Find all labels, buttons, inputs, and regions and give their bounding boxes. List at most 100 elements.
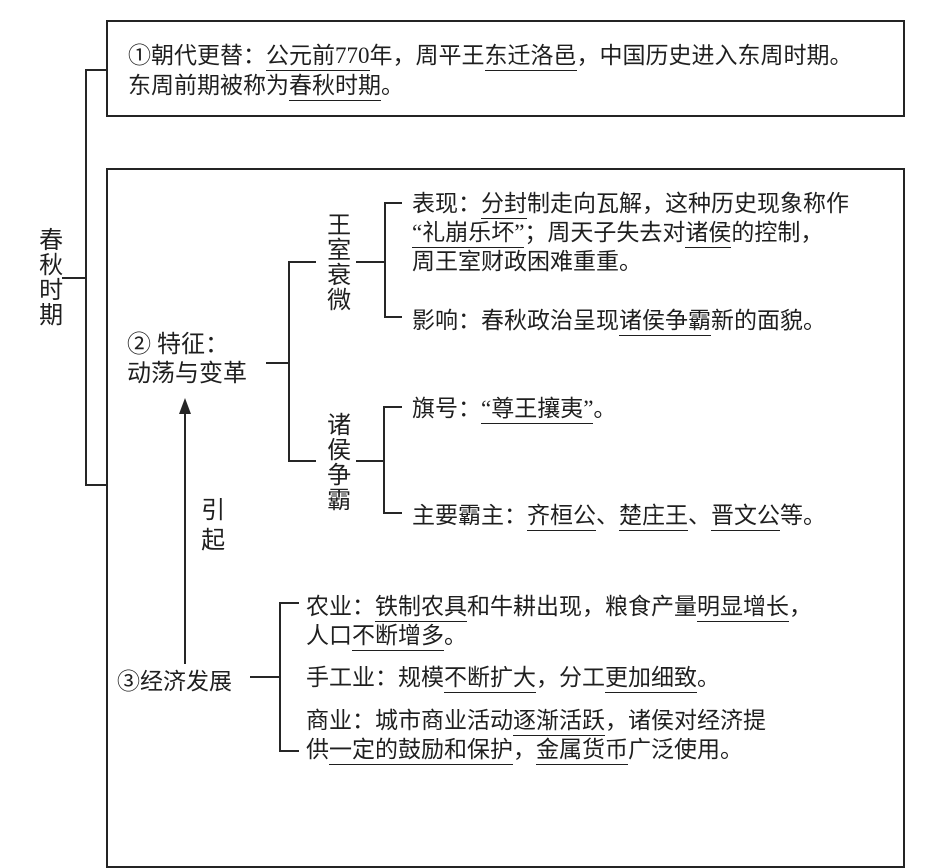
text-line: 手工业：规模不断扩大，分工更加细致。 xyxy=(306,663,720,693)
underlined-text-segment: 不断增多 xyxy=(352,623,444,651)
hegemony-bracket-bottom-stub xyxy=(383,512,402,514)
text-line: 主要霸主：齐桓公、楚庄王、晋文公等。 xyxy=(412,501,826,531)
text-line: 农业：铁制农具和牛耕出现，粮食产量明显增长， xyxy=(306,592,812,622)
text-segment: 。 xyxy=(697,665,720,690)
text-line: 旗号：“尊王攘夷”。 xyxy=(412,394,617,424)
outer-bracket-bottom-stub xyxy=(85,484,108,486)
underlined-text-segment: 公元前770 xyxy=(266,43,370,71)
royal-decline-bracket-line xyxy=(384,202,386,318)
text-segment: ，诸侯对经济提 xyxy=(605,708,766,733)
causes-arrow-label: 引起 xyxy=(196,497,223,557)
underlined-text-segment: “尊王攘夷” xyxy=(481,396,594,424)
dynasty-change-box: ①朝代更替：公元前770年，周平王东迁洛邑，中国历史进入东周时期。东周前期被称为… xyxy=(106,20,905,117)
underlined-text-segment: “礼崩乐坏” xyxy=(412,220,525,248)
feature-label: ② 特征： 动荡与变革 xyxy=(127,331,247,389)
text-segment: 主要霸主： xyxy=(412,503,527,528)
text-segment: 、 xyxy=(688,503,711,528)
text-segment: ①朝代更替： xyxy=(128,43,266,68)
underlined-text-segment: 晋文公 xyxy=(711,503,780,531)
text-segment: 农业： xyxy=(306,594,375,619)
royal-decline-connector-line xyxy=(356,261,386,263)
underlined-text-segment: 诸侯 xyxy=(685,220,732,248)
feature-bracket-line xyxy=(288,261,290,462)
text-segment: 制走向瓦解，这种历史现象称作 xyxy=(527,191,849,216)
text-segment: 旗号： xyxy=(412,396,481,421)
economy-bracket-bottom-stub xyxy=(279,750,299,752)
underlined-text-segment: 铁制农具 xyxy=(375,594,467,622)
underlined-text-segment: 春秋时期 xyxy=(289,73,381,101)
feature-bracket-bottom-stub xyxy=(288,460,316,462)
text-segment: 人口 xyxy=(306,623,352,648)
text-line: ①朝代更替：公元前770年，周平王东迁洛邑，中国历史进入东周时期。 xyxy=(128,41,885,71)
text-line: “礼崩乐坏”；周天子失去对诸侯的控制， xyxy=(412,218,849,248)
text-segment: 商业：城市商业活动 xyxy=(306,708,513,733)
economy-label: ③经济发展 xyxy=(117,669,232,694)
hegemony-label: 诸侯争霸 xyxy=(322,412,349,512)
text-line: 影响：春秋政治呈现诸侯争霸新的面貌。 xyxy=(412,306,826,336)
feature-label-line2: 动荡与变革 xyxy=(127,361,247,387)
hegemons-text: 主要霸主：齐桓公、楚庄王、晋文公等。 xyxy=(412,501,826,531)
underlined-text-segment: 金属货币 xyxy=(536,737,628,765)
royal-decline-bracket-bottom-stub xyxy=(384,316,402,318)
text-segment: 。 xyxy=(593,396,617,421)
text-segment: 周王室财政困难重重。 xyxy=(412,249,642,274)
underlined-text-segment: 分封 xyxy=(481,191,527,219)
root-label: 春秋时期 xyxy=(34,227,61,327)
text-line: 商业：城市商业活动逐渐活跃，诸侯对经济提 xyxy=(306,706,766,736)
commerce-text: 商业：城市商业活动逐渐活跃，诸侯对经济提供一定的鼓励和保护，金属货币广泛使用。 xyxy=(306,706,766,765)
causes-arrow-line xyxy=(184,413,186,664)
text-segment: ，中国历史进入东周时期。 xyxy=(576,43,853,68)
impact-text: 影响：春秋政治呈现诸侯争霸新的面貌。 xyxy=(412,306,826,336)
text-segment: 广泛使用。 xyxy=(628,737,743,762)
text-segment: 东周前期被称为 xyxy=(128,73,289,98)
royal-decline-bracket-top-stub xyxy=(384,202,402,204)
text-segment: 供 xyxy=(306,737,329,762)
text-segment: 表现： xyxy=(412,191,481,216)
root-connector-line xyxy=(62,277,87,279)
text-segment: 。 xyxy=(444,623,467,648)
text-line: 人口不断增多。 xyxy=(306,621,812,651)
economy-connector-line xyxy=(250,676,280,678)
text-segment: ， xyxy=(789,594,812,619)
underlined-text-segment: 一定的鼓励和保护 xyxy=(329,737,513,765)
text-segment: 年，周平王 xyxy=(369,43,485,68)
dynasty-change-text: ①朝代更替：公元前770年，周平王东迁洛邑，中国历史进入东周时期。东周前期被称为… xyxy=(108,22,903,101)
royal-decline-label: 王室衰微 xyxy=(322,212,349,312)
feature-label-line1: ② 特征： xyxy=(127,332,229,358)
handicraft-text: 手工业：规模不断扩大，分工更加细致。 xyxy=(306,663,720,693)
text-line: 周王室财政困难重重。 xyxy=(412,247,849,276)
hegemony-connector-line xyxy=(356,460,385,462)
underlined-text-segment: 东迁洛邑 xyxy=(484,43,577,71)
outer-bracket-top-stub xyxy=(85,69,108,71)
banner-text: 旗号：“尊王攘夷”。 xyxy=(412,394,617,424)
underlined-text-segment: 齐桓公 xyxy=(527,503,596,531)
underlined-text-segment: 楚庄王 xyxy=(619,503,688,531)
text-segment: 手工业：规模 xyxy=(306,665,444,690)
hegemony-bracket-top-stub xyxy=(383,406,402,408)
feature-connector-line xyxy=(266,362,290,364)
causes-arrow-head-icon xyxy=(179,398,191,414)
underlined-text-segment: 明显增长 xyxy=(697,594,789,622)
underlined-text-segment: 不断扩大 xyxy=(444,665,536,693)
text-line: 东周前期被称为春秋时期。 xyxy=(128,71,885,101)
text-segment: 等。 xyxy=(780,503,826,528)
text-line: 供一定的鼓励和保护，金属货币广泛使用。 xyxy=(306,735,766,765)
agriculture-text: 农业：铁制农具和牛耕出现，粮食产量明显增长，人口不断增多。 xyxy=(306,592,812,651)
underlined-text-segment: 逐渐活跃 xyxy=(513,708,605,736)
mindmap-canvas: { "colors": { "ink": "#1f1f1f", "backgro… xyxy=(34,20,905,868)
text-segment: ，分工 xyxy=(536,665,605,690)
text-segment: 新的面貌。 xyxy=(711,308,826,333)
outer-bracket-line xyxy=(85,69,87,486)
manifestation-text: 表现：分封制走向瓦解，这种历史现象称作“礼崩乐坏”；周天子失去对诸侯的控制，周王… xyxy=(412,189,849,276)
text-segment: ， xyxy=(513,737,536,762)
text-segment: 和牛耕出现，粮食产量 xyxy=(467,594,697,619)
text-segment: 影响：春秋政治呈现 xyxy=(412,308,619,333)
feature-bracket-top-stub xyxy=(288,261,316,263)
text-segment: ；周天子失去对 xyxy=(524,220,686,245)
economy-bracket-top-stub xyxy=(279,602,299,604)
underlined-text-segment: 诸侯争霸 xyxy=(619,308,711,336)
hegemony-bracket-line xyxy=(383,406,385,514)
economy-bracket-line xyxy=(279,602,281,752)
text-segment: 的控制， xyxy=(731,220,824,245)
text-line: 表现：分封制走向瓦解，这种历史现象称作 xyxy=(412,189,849,219)
